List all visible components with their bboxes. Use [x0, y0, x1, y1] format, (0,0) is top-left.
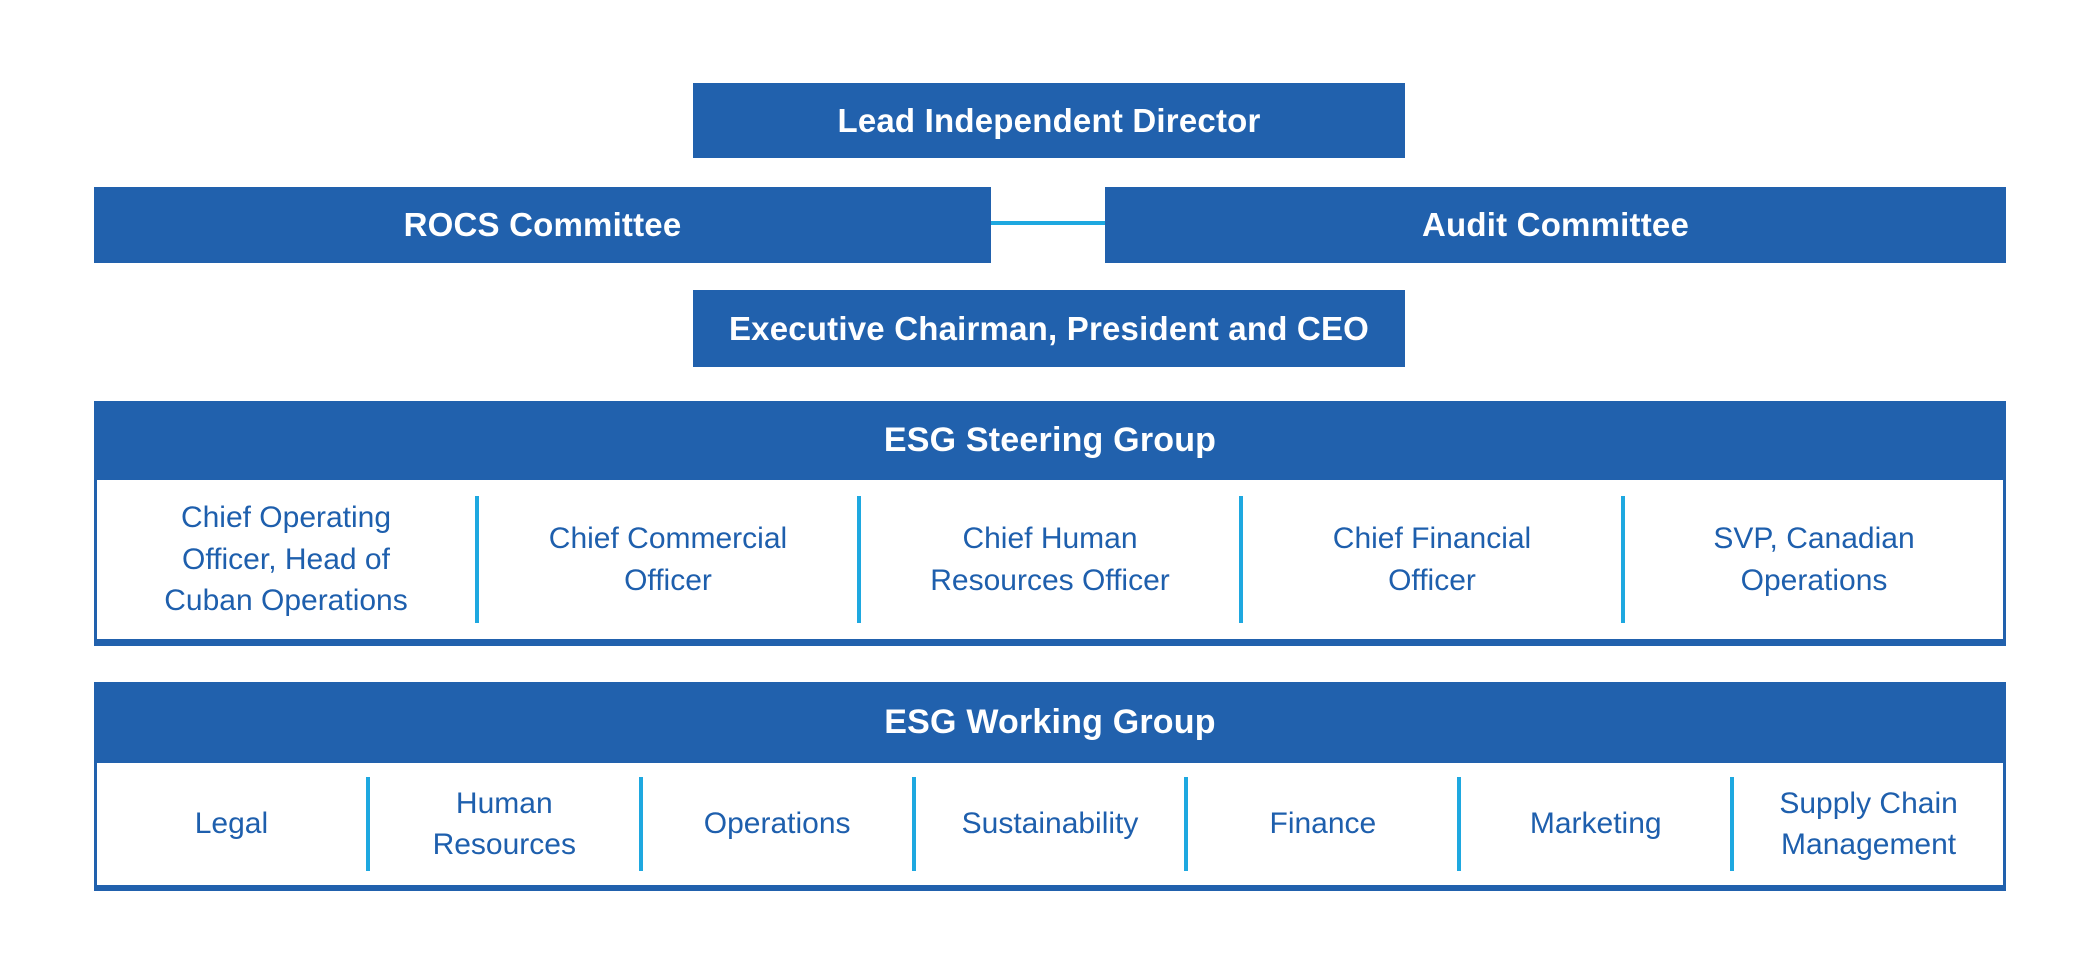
cell-divider	[365, 777, 370, 871]
esg-steering-group-body: Chief Operating Officer, Head of Cuban O…	[94, 480, 2006, 646]
rocs-committee-box: ROCS Committee	[94, 187, 991, 263]
working-member-human-resources: Human Resources	[432, 786, 576, 861]
esg-steering-group-header: ESG Steering Group	[94, 401, 2006, 480]
working-member-supply-chain-management: Supply Chain Management	[1779, 786, 1958, 861]
steering-member-chro: Chief Human Resources Officer	[930, 522, 1170, 597]
executive-chairman-ceo-box: Executive Chairman, President and CEO	[693, 290, 1405, 367]
cell-divider	[857, 496, 861, 623]
steering-member-svp-canadian-operations: SVP, Canadian Operations	[1713, 522, 1915, 597]
committee-connector-line	[991, 221, 1105, 225]
steering-member-coo: Chief Operating Officer, Head of Cuban O…	[164, 501, 408, 618]
working-member-sustainability: Sustainability	[961, 807, 1139, 841]
steering-member-cco: Chief Commercial Officer	[548, 522, 788, 597]
cell-divider	[911, 777, 916, 871]
lead-independent-director-label: Lead Independent Director	[837, 101, 1261, 139]
esg-steering-group-title: ESG Steering Group	[883, 421, 1217, 459]
working-member-marketing: Marketing	[1529, 807, 1662, 841]
steering-member-cfo: Chief Financial Officer	[1332, 522, 1532, 597]
working-member-legal: Legal	[194, 807, 269, 841]
esg-steering-group-panel: ESG Steering Group Chief Operating Offic…	[94, 401, 2006, 646]
esg-working-group-panel: ESG Working Group Legal Human Resources …	[94, 682, 2006, 891]
cell-divider	[1184, 777, 1189, 871]
working-member-operations: Operations	[703, 807, 851, 841]
audit-committee-box: Audit Committee	[1105, 187, 2006, 263]
rocs-committee-label: ROCS Committee	[403, 206, 682, 243]
esg-working-group-header: ESG Working Group	[94, 682, 2006, 763]
cell-divider	[1621, 496, 1625, 623]
audit-committee-label: Audit Committee	[1422, 206, 1689, 243]
working-member-finance: Finance	[1269, 807, 1377, 841]
lead-independent-director-box: Lead Independent Director	[693, 83, 1405, 158]
cell-divider	[475, 496, 479, 623]
cell-divider	[638, 777, 643, 871]
esg-working-group-body: Legal Human Resources Operations Sustain…	[94, 763, 2006, 891]
cell-divider	[1457, 777, 1462, 871]
cell-divider	[1239, 496, 1243, 623]
executive-chairman-ceo-label: Executive Chairman, President and CEO	[728, 309, 1370, 347]
cell-divider	[1730, 777, 1735, 871]
esg-working-group-title: ESG Working Group	[884, 703, 1216, 741]
